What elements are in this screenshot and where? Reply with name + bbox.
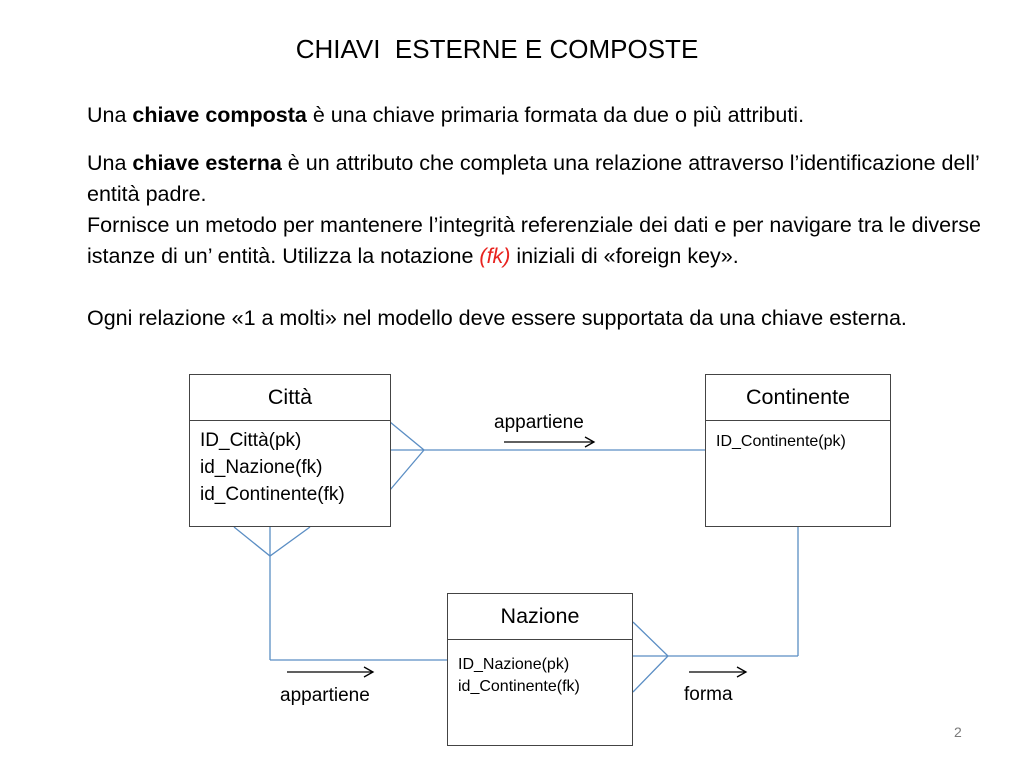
entity-continente-name: Continente [706, 375, 890, 421]
entity-continente: Continente ID_Continente(pk) [705, 374, 891, 527]
crows-foot-citta-bottom [233, 526, 311, 557]
crows-foot-nazione-right [632, 621, 669, 693]
slide-title: CHIAVI ESTERNE E COMPOSTE [295, 34, 699, 64]
entity-nazione-name: Nazione [448, 594, 632, 640]
attribute: id_Continente(fk) [458, 678, 580, 695]
paragraph-chiave-composta: Una chiave composta è una chiave primari… [87, 103, 805, 127]
relation-label-citta-nazione: appartiene [280, 685, 370, 706]
entity-citta-name: Città [190, 375, 390, 421]
term-chiave-esterna: chiave esterna [132, 151, 282, 175]
attribute: id_Continente(fk) [200, 484, 345, 505]
relation-label-citta-continente: appartiene [494, 412, 584, 433]
page-number: 2 [954, 724, 962, 740]
relation-label-nazione-continente: forma [684, 684, 733, 705]
entity-citta: Città ID_Città(pk) id_Nazione(fk) id_Con… [189, 374, 391, 527]
attribute: id_Nazione(fk) [200, 457, 323, 478]
fk-notation: (fk) [479, 244, 511, 268]
entity-continente-attributes: ID_Continente(pk) [706, 421, 890, 453]
paragraph-relazione: Ogni relazione «1 a molti» nel modello d… [87, 306, 907, 330]
paragraph-chiave-esterna: Una chiave esterna è un attributo che co… [87, 151, 979, 206]
entity-citta-attributes: ID_Città(pk) id_Nazione(fk) id_Continent… [190, 421, 390, 508]
attribute: ID_Città(pk) [200, 430, 302, 451]
entity-nazione-attributes: ID_Nazione(pk) id_Continente(fk) [448, 640, 632, 698]
attribute: ID_Nazione(pk) [458, 656, 570, 673]
crows-foot-citta-right [389, 421, 425, 491]
paragraph-integrita: Fornisce un metodo per mantenere l’integ… [87, 213, 981, 268]
entity-nazione: Nazione ID_Nazione(pk) id_Continente(fk) [447, 593, 633, 746]
attribute: ID_Continente(pk) [716, 433, 846, 450]
term-chiave-composta: chiave composta [132, 103, 307, 127]
